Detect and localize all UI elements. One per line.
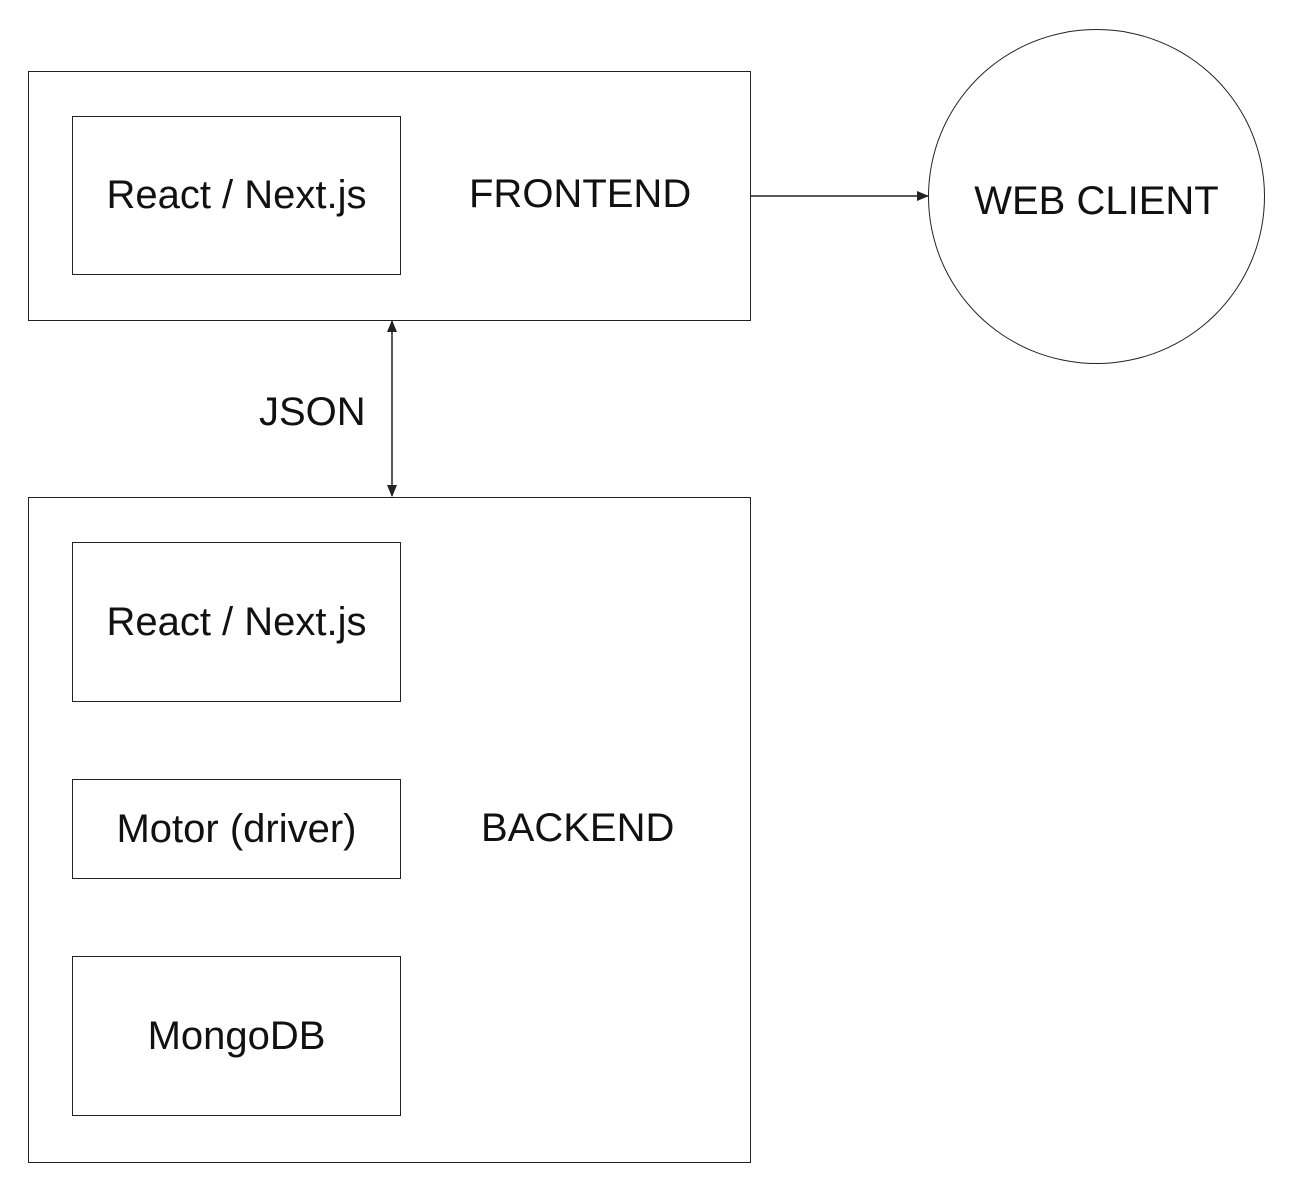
backend-react-nextjs-label: React / Next.js: [106, 599, 367, 644]
frontend-react-nextjs-box: React / Next.js: [72, 116, 401, 275]
backend-mongodb-label: MongoDB: [147, 1013, 326, 1058]
backend-label: BACKEND: [481, 806, 675, 850]
frontend-react-nextjs-label: React / Next.js: [106, 173, 367, 217]
frontend-label: FRONTEND: [469, 172, 692, 216]
web-client-label: WEB CLIENT: [974, 179, 1219, 223]
backend-mongodb-box: MongoDB: [72, 956, 401, 1116]
web-client-node: WEB CLIENT: [928, 29, 1265, 364]
backend-motor-driver-box: Motor (driver): [72, 779, 401, 879]
backend-react-nextjs-box: React / Next.js: [72, 542, 401, 702]
json-edge-label: JSON: [259, 390, 366, 434]
backend-motor-driver-label: Motor (driver): [116, 806, 357, 851]
